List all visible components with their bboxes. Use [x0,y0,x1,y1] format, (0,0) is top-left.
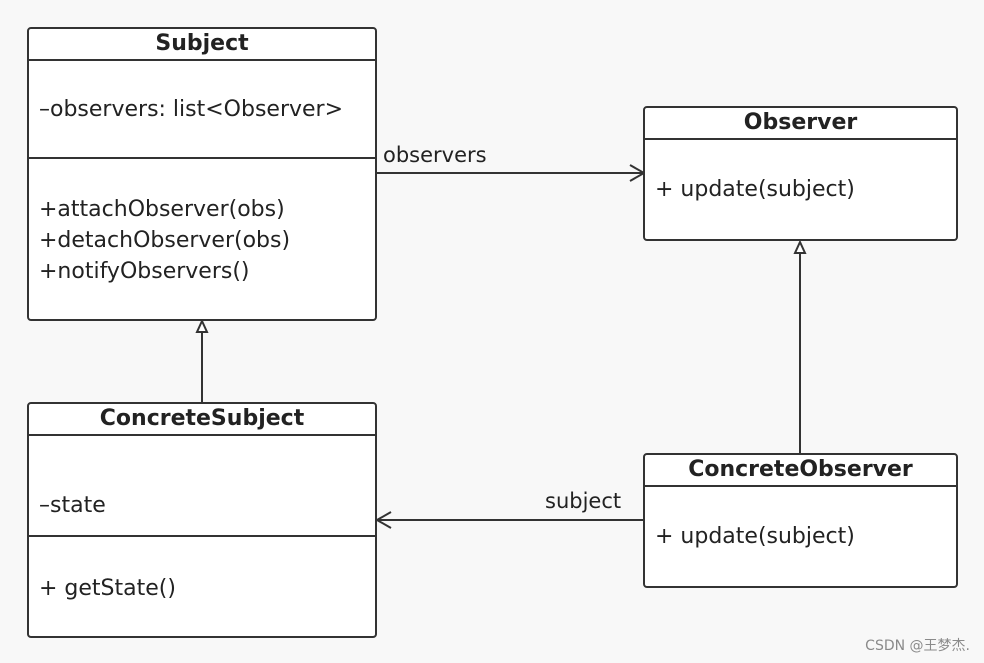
open-arrowhead-subject [374,511,392,529]
method: +detachObserver(obs) [39,228,291,253]
class-subject-methods: +attachObserver(obs) +detachObserver(obs… [29,159,375,287]
method: + getState() [39,576,176,601]
association-label-observers: observers [383,143,487,167]
method: +attachObserver(obs) [39,197,285,222]
attribute: –observers: list<Observer> [39,97,344,122]
association-label-subject: subject [545,489,622,513]
class-subject-attributes: –observers: list<Observer> [29,61,375,159]
attribute: –state [39,493,106,518]
class-observer-methods: + update(subject) [645,140,956,205]
class-concrete-subject-methods: + getState() [29,537,375,604]
method: +notifyObservers() [39,259,250,284]
watermark: CSDN @王梦杰. [865,638,970,654]
class-concrete-subject-attributes: –state [29,436,375,537]
class-observer: Observer + update(subject) [643,106,958,241]
hollow-triangle-subject [195,318,209,333]
class-concrete-subject: ConcreteSubject –state + getState() [27,402,377,638]
class-subject: Subject –observers: list<Observer> +atta… [27,27,377,321]
class-subject-name: Subject [29,29,375,61]
hollow-triangle-observer [793,239,807,254]
class-concrete-observer-name: ConcreteObserver [645,455,956,487]
class-concrete-subject-name: ConcreteSubject [29,404,375,436]
class-observer-name: Observer [645,108,956,140]
class-concrete-observer: ConcreteObserver + update(subject) [643,453,958,588]
method: + update(subject) [655,177,855,202]
method: + update(subject) [655,524,855,549]
class-concrete-observer-methods: + update(subject) [645,487,956,552]
